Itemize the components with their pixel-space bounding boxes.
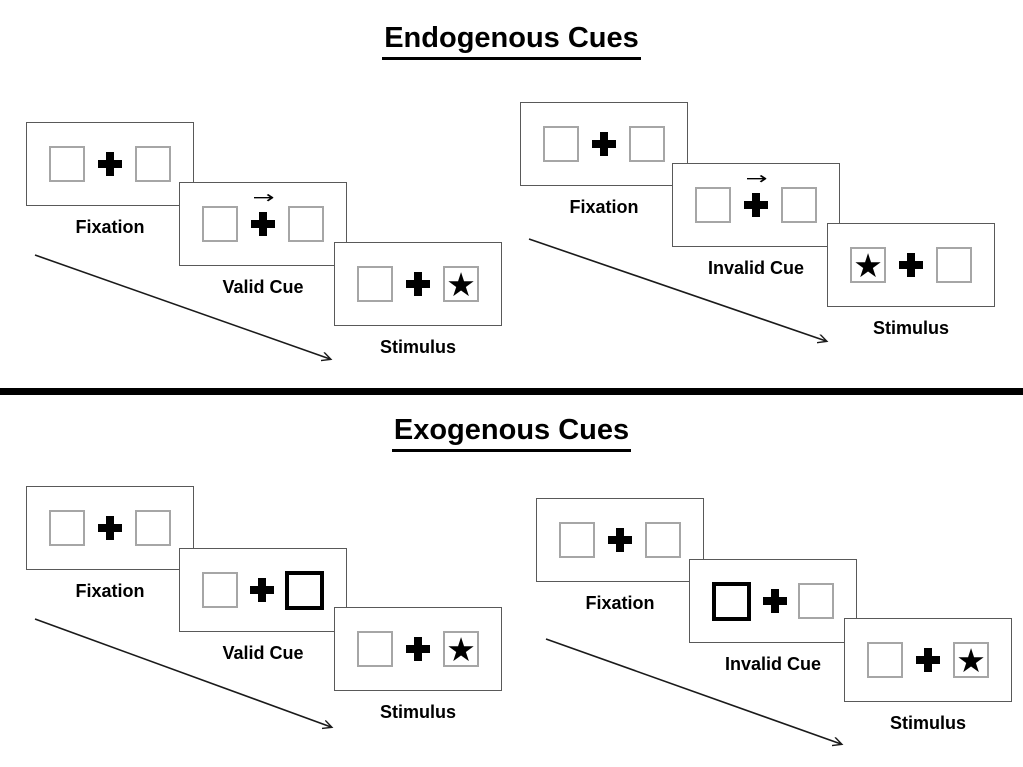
screen-label: Fixation — [585, 593, 655, 613]
fixation-cross-icon — [744, 193, 768, 217]
fixation-cross-icon — [251, 212, 275, 236]
fixation-cross-wrap — [592, 132, 616, 156]
fixation-cross-wrap — [916, 648, 940, 672]
endogenous-valid-cue: → Valid Cue — [179, 182, 347, 298]
screen-label: Stimulus — [889, 713, 966, 733]
fixation-cross-wrap — [899, 253, 923, 277]
left-target-box — [202, 572, 238, 608]
exogenous-valid-fixation: Fixation — [26, 486, 194, 602]
fixation-cross-wrap — [406, 272, 430, 296]
right-target-box — [645, 522, 681, 558]
right-target-box: ★ — [443, 266, 479, 302]
fixation-cross-wrap: → — [251, 190, 275, 236]
stimulus-screen: ★ — [334, 607, 502, 691]
right-target-box — [629, 126, 665, 162]
screen-label: Invalid Cue — [724, 654, 822, 674]
fixation-cross-icon — [916, 648, 940, 672]
exogenous-invalid-fixation: Fixation — [536, 498, 704, 614]
right-target-box — [288, 206, 324, 242]
exogenous-invalid-cue: Invalid Cue — [689, 559, 857, 675]
exogenous-valid-stimulus: ★ Stimulus — [334, 607, 502, 723]
screen-label: Stimulus — [379, 702, 456, 722]
left-target-box: ★ — [850, 247, 886, 283]
left-target-box — [543, 126, 579, 162]
cue-arrow-icon: → — [252, 188, 275, 208]
fixation-cross-icon — [98, 152, 122, 176]
section-divider — [0, 388, 1023, 395]
fixation-cross-wrap: → — [744, 171, 768, 217]
exogenous-invalid-stimulus: ★ Stimulus — [844, 618, 1012, 734]
left-target-box — [49, 146, 85, 182]
left-target-box — [712, 581, 751, 621]
stimulus-screen: ★ — [334, 242, 502, 326]
screen-label: Stimulus — [379, 337, 456, 357]
fixation-cross-icon — [899, 253, 923, 277]
fixation-cross-wrap — [608, 528, 632, 552]
fixation-cross-wrap — [762, 589, 787, 613]
endogenous-invalid-stimulus: ★ Stimulus — [827, 223, 995, 339]
fixation-cross-icon — [608, 528, 632, 552]
endogenous-valid-fixation: Fixation — [26, 122, 194, 238]
screen-label: Fixation — [75, 581, 145, 601]
cue-screen: → — [179, 182, 347, 266]
right-target-box — [936, 247, 972, 283]
left-target-box — [49, 510, 85, 546]
right-target-box — [781, 187, 817, 223]
fixation-screen — [26, 486, 194, 570]
cue-arrow-icon: → — [745, 169, 768, 189]
left-target-box — [695, 187, 731, 223]
screen-label: Valid Cue — [222, 277, 304, 297]
cue-screen: → — [672, 163, 840, 247]
right-target-box — [135, 510, 171, 546]
screen-label: Fixation — [75, 217, 145, 237]
cue-screen — [689, 559, 857, 643]
screen-label: Fixation — [569, 197, 639, 217]
endogenous-title-text: Endogenous Cues — [382, 22, 641, 60]
fixation-cross-wrap — [98, 516, 122, 540]
left-target-box — [559, 522, 595, 558]
left-target-box — [357, 631, 393, 667]
endogenous-invalid-cue: → Invalid Cue — [672, 163, 840, 279]
screen-label: Valid Cue — [222, 643, 304, 663]
fixation-cross-wrap — [98, 152, 122, 176]
exogenous-title-text: Exogenous Cues — [391, 414, 632, 452]
exogenous-section-title: Exogenous Cues — [0, 414, 1023, 452]
fixation-cross-icon — [406, 637, 430, 661]
endogenous-invalid-fixation: Fixation — [520, 102, 688, 218]
fixation-cross-wrap — [406, 637, 430, 661]
fixation-cross-icon — [406, 272, 430, 296]
fixation-screen — [520, 102, 688, 186]
cue-screen — [179, 548, 347, 632]
fixation-cross-wrap — [249, 578, 274, 602]
right-target-box — [135, 146, 171, 182]
fixation-cross-icon — [98, 516, 122, 540]
left-target-box — [202, 206, 238, 242]
screen-label: Invalid Cue — [707, 258, 805, 278]
fixation-screen — [26, 122, 194, 206]
stimulus-screen: ★ — [827, 223, 995, 307]
endogenous-section-title: Endogenous Cues — [0, 22, 1023, 60]
fixation-cross-icon — [249, 578, 274, 602]
right-target-box: ★ — [443, 631, 479, 667]
fixation-screen — [536, 498, 704, 582]
exogenous-valid-cue: Valid Cue — [179, 548, 347, 664]
endogenous-valid-stimulus: ★ Stimulus — [334, 242, 502, 358]
fixation-cross-icon — [592, 132, 616, 156]
left-target-box — [357, 266, 393, 302]
fixation-cross-icon — [762, 589, 787, 613]
right-target-box — [798, 583, 834, 619]
stimulus-screen: ★ — [844, 618, 1012, 702]
right-target-box: ★ — [953, 642, 989, 678]
right-target-box — [285, 570, 324, 610]
screen-label: Stimulus — [872, 318, 949, 338]
left-target-box — [867, 642, 903, 678]
